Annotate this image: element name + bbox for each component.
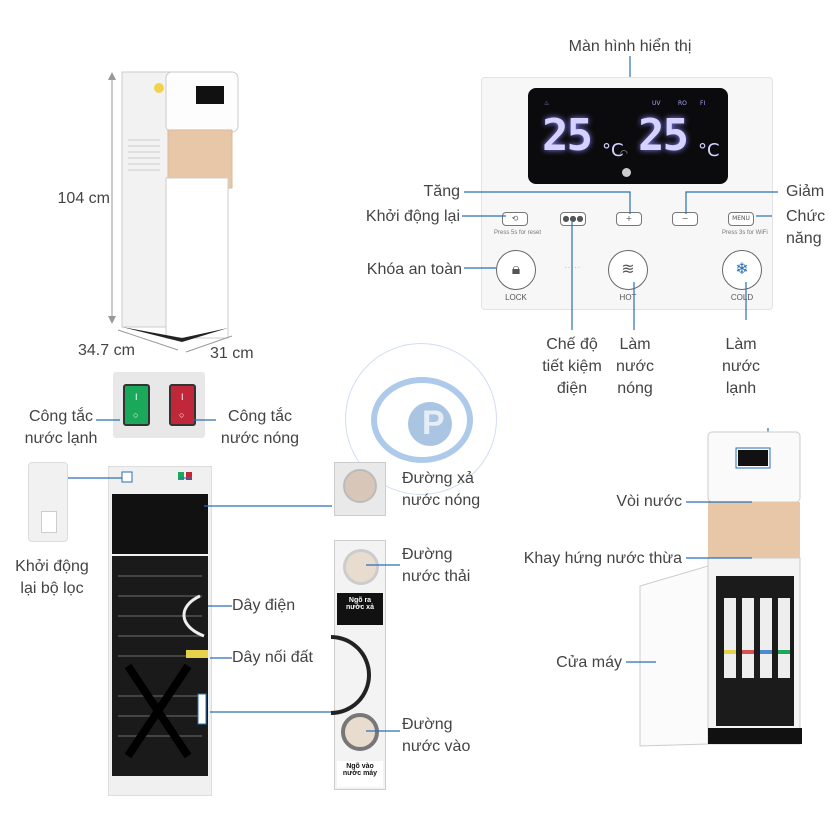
height-label: 104 cm <box>57 190 110 207</box>
menu-button[interactable]: MENU <box>728 212 754 226</box>
hot-button-text: HOT <box>619 293 637 302</box>
gp-logo-icon: P <box>371 377 473 463</box>
lcd-display: ♨ UV RO FI 25 °C 25 °C ◠ <box>528 88 728 184</box>
decrease-label: Giảm <box>786 183 825 200</box>
wifi-icon: ◠ <box>620 148 628 158</box>
switch-on-mark-icon: I <box>135 392 138 402</box>
lock-button[interactable]: 🔒︎ <box>496 250 536 290</box>
menu-label: Chức năng <box>786 208 826 247</box>
rear-panel-illustration <box>108 466 212 796</box>
hot-temp-readout: 25 <box>542 110 593 161</box>
tap-label: Vòi nước <box>616 493 682 510</box>
depth-label: 34.7 cm <box>78 342 135 359</box>
snowflake-icon: ❄ <box>735 261 749 278</box>
minus-icon: − <box>681 214 689 223</box>
hot-button[interactable]: ≋ <box>608 250 648 290</box>
svg-text:P: P <box>422 404 445 442</box>
cold-switch[interactable]: I ○ <box>123 384 150 426</box>
cold-button[interactable]: ❄ <box>722 250 762 290</box>
menu-hint: Press 3s for WiFi <box>722 230 768 236</box>
dimension-diagram <box>108 71 239 353</box>
control-panel: ♨ UV RO FI 25 °C 25 °C ◠ ⟲ Press 5s for … <box>481 77 773 310</box>
heat-indicator-icon: ♨ <box>544 100 550 107</box>
switch-off-mark-icon: ○ <box>179 410 185 420</box>
hot-switch-label: Công tắc nước nóng <box>220 408 300 447</box>
decrease-button[interactable]: − <box>672 212 698 226</box>
reset-label: Khởi động lại <box>365 208 460 225</box>
cold-label: Làm nước lạnh <box>721 336 761 397</box>
inlet-tag: Ngõ vào nước máy <box>337 761 383 787</box>
drip-tray-label: Khay hứng nước thừa <box>523 550 682 567</box>
hot-drain-label: Đường xả nước nóng <box>402 470 481 509</box>
rear-connector-plate: Ngõ ra nước xả Ngõ vào nước máy <box>331 540 386 790</box>
switch-on-mark-icon: I <box>181 392 184 402</box>
hot-label: Làm nước nóng <box>615 336 655 397</box>
ro-indicator: RO <box>678 100 687 107</box>
hot-temp-unit: °C <box>602 140 624 161</box>
filter-reset-button[interactable] <box>41 511 57 533</box>
filter-reset-label: Khởi động lại bộ lọc <box>15 558 89 597</box>
inlet-line-fitting-icon <box>341 713 379 751</box>
inlet-line-label: Đường nước vào <box>402 716 471 755</box>
panel-leaders <box>462 191 778 330</box>
hot-switch[interactable]: I ○ <box>169 384 196 426</box>
lock-icon: 🔒︎ <box>511 261 521 278</box>
switch-leaders <box>96 419 216 421</box>
watermark-logo: P <box>345 343 497 495</box>
reset-icon: ⟲ <box>511 214 519 223</box>
eco-label: Chế độ tiết kiệm điện <box>542 336 602 397</box>
waste-line-label: Đường nước thải <box>402 546 471 585</box>
cold-button-text: COLD <box>730 293 754 302</box>
heat-waves-icon: ≋ <box>621 261 635 278</box>
lock-label: Khóa an toàn <box>366 261 462 278</box>
cold-temp-readout: 25 <box>638 110 689 161</box>
fitting-leaders <box>366 564 400 732</box>
hot-drain-cap-icon <box>343 469 377 503</box>
increase-button[interactable]: + <box>616 212 642 226</box>
waste-line-fitting-icon <box>343 549 379 585</box>
power-cord-label: Dây điện <box>232 597 296 614</box>
uv-indicator: UV <box>652 100 661 107</box>
cold-temp-unit: °C <box>698 140 720 161</box>
filter-reset-part <box>28 462 68 542</box>
drain-tag: Ngõ ra nước xả <box>337 593 383 625</box>
switch-off-mark-icon: ○ <box>133 410 139 420</box>
plus-icon: + <box>625 214 633 223</box>
door-label: Cửa máy <box>556 654 622 671</box>
width-label: 31 cm <box>210 345 254 362</box>
rear-leaders <box>68 477 332 713</box>
display-title: Màn hình hiển thị <box>568 38 692 55</box>
switch-box: I ○ I ○ <box>113 372 205 438</box>
reset-button[interactable]: ⟲ <box>502 212 528 226</box>
eco-dots-icon: ●●● <box>562 214 584 223</box>
hot-drain-fitting <box>334 462 386 516</box>
front-leaders <box>626 501 752 663</box>
front-open-illustration <box>639 428 802 747</box>
eco-button[interactable]: ●●● <box>560 212 586 226</box>
ground-wire-label: Dây nối đất <box>232 649 313 666</box>
power-dot-icon <box>622 168 631 177</box>
reset-hint: Press 5s for reset <box>494 230 542 236</box>
lock-button-text: LOCK <box>505 293 527 302</box>
fi-indicator: FI <box>700 100 706 107</box>
increase-label: Tăng <box>423 183 460 200</box>
cold-switch-label: Công tắc nước lạnh <box>24 408 98 447</box>
